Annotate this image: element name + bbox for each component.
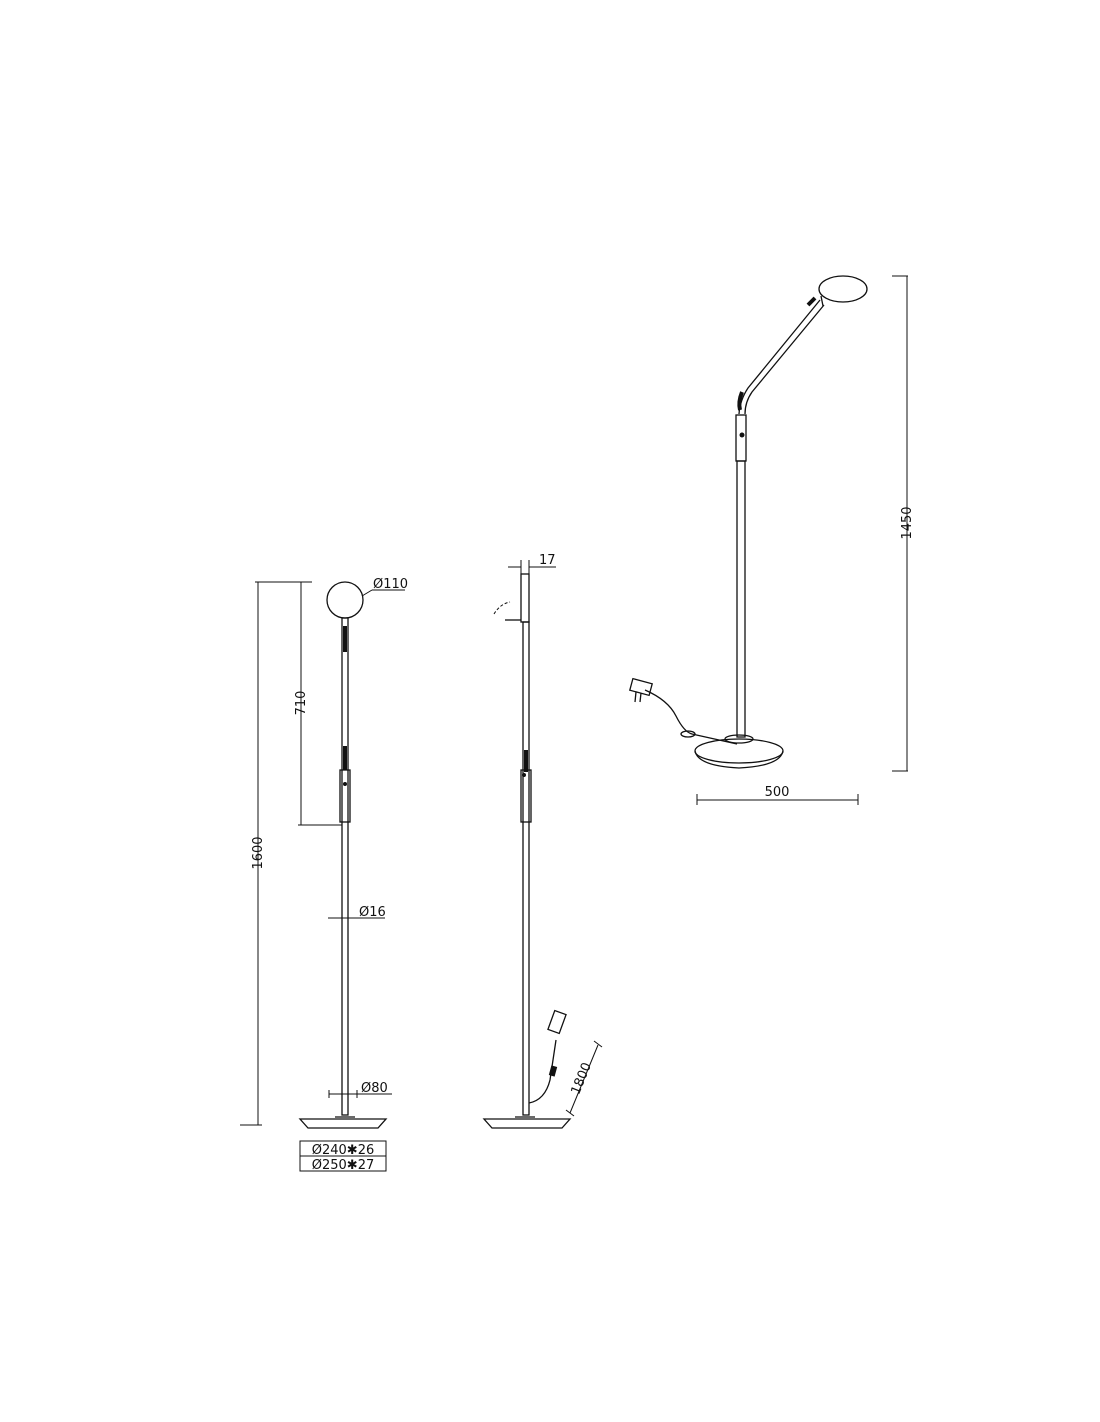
perspective-pole [736, 460, 746, 738]
perspective-head [818, 275, 868, 303]
height-label: 1450 [900, 506, 915, 539]
power-cord [528, 1039, 557, 1104]
base-size-label-2: Ø250✱27 [312, 1158, 374, 1173]
head-diameter-label: Ø110 [373, 577, 408, 592]
arm [738, 299, 825, 415]
pole [341, 617, 349, 1116]
perspective-view: 1450 500 [628, 275, 915, 805]
power-cord [644, 689, 738, 745]
side-pole [522, 621, 530, 1116]
side-base [482, 1118, 572, 1129]
side-view: 17 1800 [482, 553, 603, 1129]
plug-icon [547, 1009, 567, 1035]
base [298, 1118, 388, 1129]
base-size-label-1: Ø240✱26 [312, 1143, 374, 1158]
head-thickness-label: 17 [539, 553, 556, 568]
cord-length-label: 1800 [569, 1061, 595, 1097]
pole-diameter-label: Ø16 [359, 905, 386, 920]
side-head [520, 573, 530, 623]
lamp-head [326, 581, 364, 619]
switch-housing [339, 769, 351, 823]
reach-label: 500 [765, 785, 790, 800]
overall-height-label: 1600 [251, 836, 266, 869]
plug-icon [628, 677, 654, 697]
arm-length-label: 710 [294, 691, 309, 716]
front-view: 1600 710 Ø110 Ø16 Ø80 Ø240✱26 Ø250✱27 [240, 577, 408, 1173]
switch-housing [735, 414, 747, 462]
foot-diameter-label: Ø80 [361, 1081, 388, 1096]
cord-dimension-line [569, 1044, 599, 1114]
